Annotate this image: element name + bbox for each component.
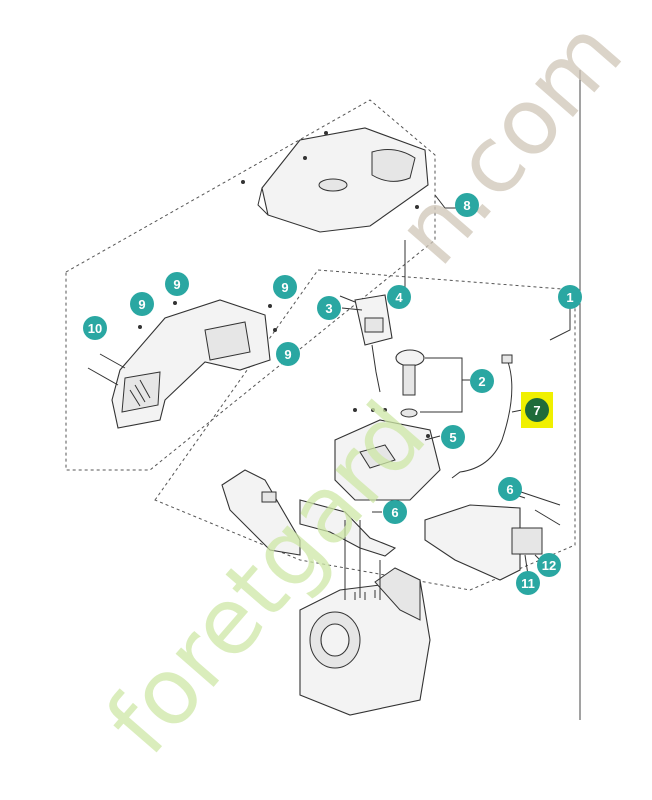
svg-text:6: 6 — [391, 505, 398, 520]
callout-12[interactable]: 12 — [537, 553, 561, 577]
callout-8[interactable]: 8 — [455, 193, 479, 217]
svg-text:9: 9 — [284, 347, 291, 362]
callout-5[interactable]: 5 — [441, 425, 465, 449]
svg-text:2: 2 — [478, 374, 485, 389]
wire-harness-part — [451, 361, 513, 479]
callout-9-right-top[interactable]: 9 — [273, 275, 297, 299]
svg-text:5: 5 — [449, 430, 456, 445]
callout-9-right-bottom[interactable]: 9 — [276, 342, 300, 366]
watermark-text-tan: n.com — [376, 0, 643, 284]
fuel-valve-part — [339, 240, 406, 393]
callout-6-bracket[interactable]: 6 — [498, 477, 522, 501]
group-outline-fan-cover — [65, 99, 436, 471]
callout-9-left[interactable]: 9 — [130, 292, 154, 316]
svg-text:3: 3 — [325, 301, 332, 316]
svg-text:9: 9 — [138, 297, 145, 312]
callout-10[interactable]: 10 — [83, 316, 107, 340]
engine-part — [299, 520, 431, 716]
svg-text:8: 8 — [463, 198, 470, 213]
control-bracket-part — [424, 489, 561, 581]
callout-4[interactable]: 4 — [387, 285, 411, 309]
svg-text:11: 11 — [521, 576, 535, 591]
group-outline-tank — [154, 269, 576, 591]
callout-1[interactable]: 1 — [558, 285, 582, 309]
callout-11[interactable]: 11 — [516, 571, 540, 595]
svg-text:10: 10 — [88, 321, 102, 336]
left-bracket-part — [221, 469, 397, 557]
svg-text:1: 1 — [566, 290, 573, 305]
svg-text:6: 6 — [506, 482, 513, 497]
callout-6-tank[interactable]: 6 — [383, 500, 407, 524]
svg-text:9: 9 — [281, 280, 288, 295]
callout-2[interactable]: 2 — [470, 369, 494, 393]
callout-3[interactable]: 3 — [317, 296, 341, 320]
svg-text:12: 12 — [542, 558, 556, 573]
svg-text:7: 7 — [533, 403, 540, 418]
callout-7[interactable]: 7 — [525, 398, 549, 422]
callout-9-top[interactable]: 9 — [165, 272, 189, 296]
svg-text:4: 4 — [395, 290, 403, 305]
fuel-tank-part — [334, 408, 441, 501]
fan-cover-part — [87, 299, 277, 429]
svg-text:9: 9 — [173, 277, 180, 292]
top-cover-part — [241, 127, 429, 233]
